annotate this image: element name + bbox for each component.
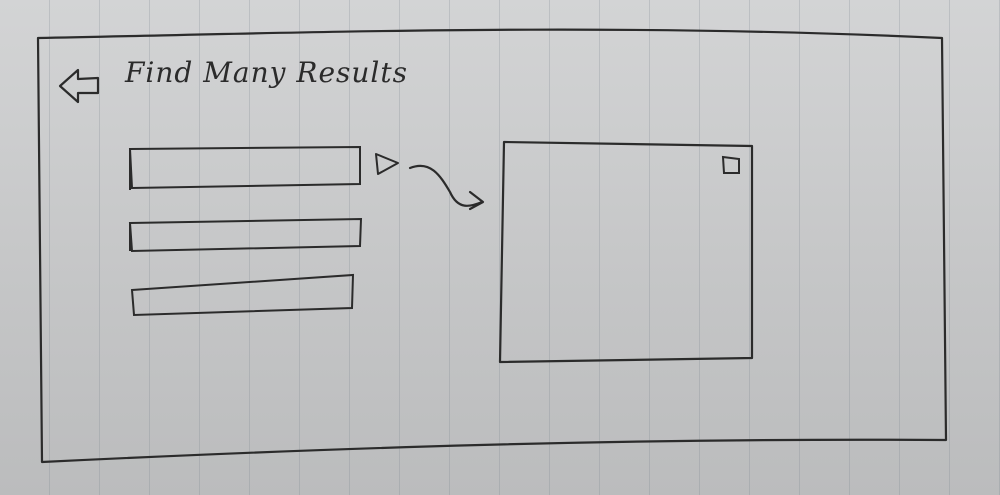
back-arrow-icon (58, 68, 100, 104)
back-button[interactable] (56, 65, 104, 105)
search-field-3[interactable] (130, 273, 356, 317)
results-panel (498, 140, 756, 364)
submit-button[interactable] (372, 150, 404, 180)
submit-arrow-icon (375, 153, 399, 175)
expand-button[interactable] (718, 152, 744, 178)
expand-square-icon (721, 155, 740, 174)
page-title: Find Many Results (125, 56, 408, 89)
search-field-1[interactable] (128, 145, 368, 190)
search-field-2[interactable] (128, 209, 364, 253)
